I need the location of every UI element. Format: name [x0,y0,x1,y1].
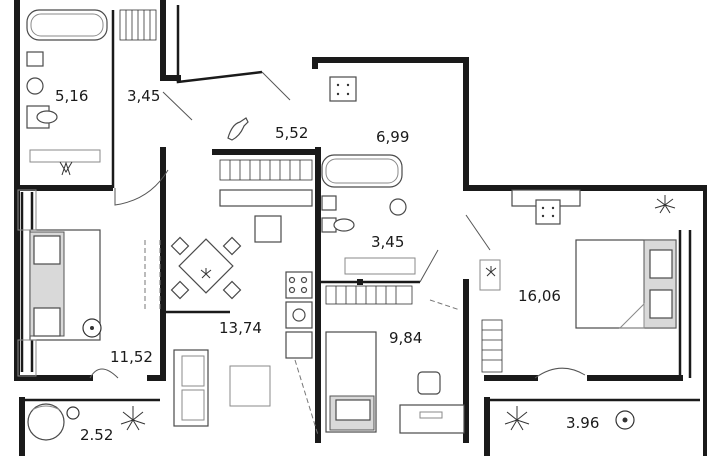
area-bathroom-1: 5,16 [55,87,88,105]
bedroom-1 [479,189,677,373]
doors [89,71,586,436]
sink-icon [26,51,44,67]
plant-icon [59,161,73,176]
area-bedroom-2: 9,84 [389,329,422,347]
bathroom-2 [321,154,416,275]
area-hallway: 5,52 [275,124,308,142]
bathroom-1 [26,9,108,176]
sink-icon [254,215,282,243]
bedroom-3 [17,189,102,377]
area-labels: 5,16 3,45 5,52 6,99 3,45 16,06 13,74 9,8… [55,87,599,444]
walls [14,0,707,456]
wardrobe-icon [325,285,413,305]
cat-icon [227,117,249,141]
wardrobe-icon [219,159,313,181]
stove-icon [285,271,313,299]
area-balcony-2: 3.96 [566,414,599,432]
sink-icon [321,195,337,211]
bedroom-2 [325,285,465,434]
area-storage: 6,99 [376,128,409,146]
desk-icon [399,404,465,434]
washing-machine-icon [26,77,44,95]
area-bathroom-2: 3,45 [371,233,404,251]
area-bedroom-1: 16,06 [518,287,561,305]
area-kitchen-living: 13,74 [219,319,262,337]
armchair-icon [27,403,65,441]
hallway [219,76,357,181]
area-bedroom-3: 11,52 [110,348,153,366]
area-balcony-1: 2.52 [80,426,113,444]
bed-icon [325,331,377,433]
sofa-icon [173,349,209,427]
kitchen-living [170,189,313,427]
closet-1 [119,9,157,41]
area-closet-1: 3,45 [127,87,160,105]
plant-icon [120,195,676,431]
balcony-2 [615,410,635,430]
balcony-1 [27,403,80,441]
bathtub-icon [321,154,403,188]
chair-icon [417,371,441,395]
stove-icon [329,76,357,102]
washing-machine-icon [389,198,407,216]
dining-table-icon [170,236,242,300]
bathtub-icon [26,9,108,41]
bed-icon [575,239,677,329]
